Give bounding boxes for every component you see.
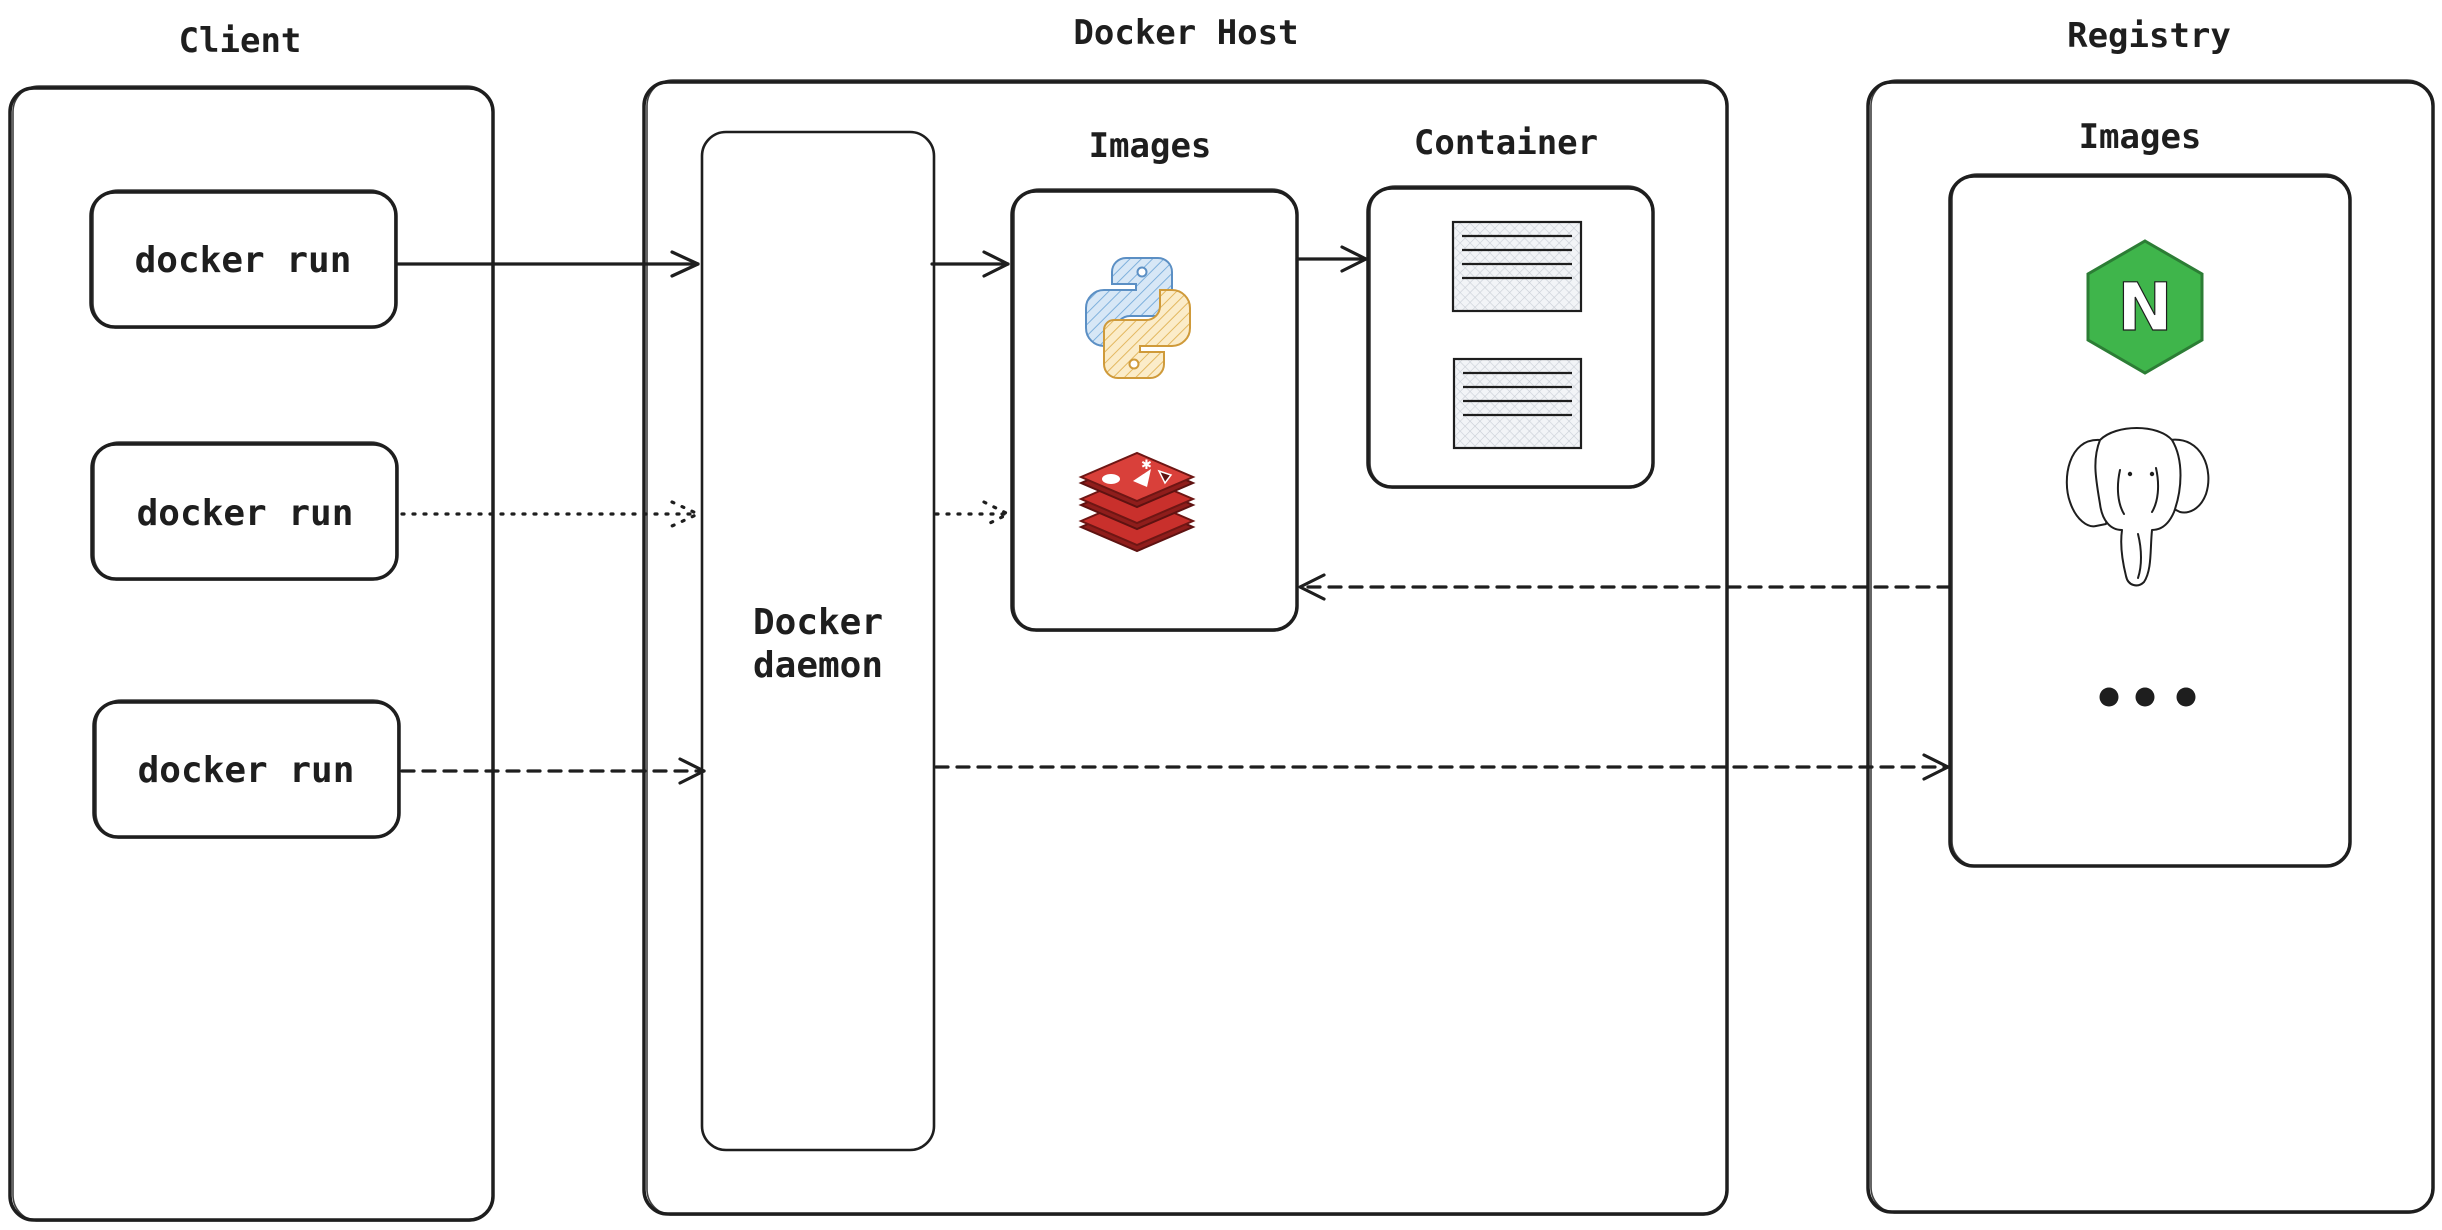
arrow-images-to-container <box>1295 245 1368 273</box>
postgresql-icon <box>2065 427 2210 587</box>
arrow-daemon-to-registry <box>934 753 1950 781</box>
ellipsis-icon <box>2099 687 2196 707</box>
host-images-title: Images <box>1089 126 1212 166</box>
nginx-icon: N <box>2086 239 2204 375</box>
registry-images-box <box>1948 173 2352 868</box>
docker-daemon-box[interactable]: Docker daemon <box>700 130 936 1152</box>
docker-daemon-label-line2: daemon <box>753 645 883 686</box>
docker-run-button-1[interactable]: docker run <box>89 189 398 329</box>
docker-host-panel <box>642 79 1729 1216</box>
arrow-daemon-to-images-dotted <box>934 500 1010 528</box>
docker-run-label-1: docker run <box>135 240 352 281</box>
registry-section-title: Registry <box>2067 16 2231 56</box>
redis-icon: ✱ <box>1078 451 1196 553</box>
container-box <box>1366 185 1655 489</box>
arrow-registry-to-host-images <box>1298 573 1952 601</box>
docker-run-button-3[interactable]: docker run <box>92 699 401 839</box>
registry-images-title: Images <box>2079 117 2202 157</box>
arrow-daemon-to-images <box>930 250 1010 278</box>
container-icon <box>1452 357 1583 450</box>
arrow-docker-run-3-to-daemon <box>400 757 706 785</box>
container-title: Container <box>1414 123 1598 163</box>
nginx-icon-letter: N <box>2117 269 2172 346</box>
docker-run-label-2: docker run <box>137 493 354 534</box>
registry-panel <box>1866 79 2435 1214</box>
docker-run-label-3: docker run <box>138 750 355 791</box>
python-icon <box>1085 257 1191 379</box>
host-images-box <box>1010 188 1299 632</box>
client-panel <box>8 85 495 1222</box>
docker-run-button-2[interactable]: docker run <box>90 441 399 581</box>
client-section-title: Client <box>179 21 302 61</box>
svg-text:✱: ✱ <box>1141 458 1152 473</box>
arrow-docker-run-2-to-daemon <box>400 500 700 528</box>
docker-host-section-title: Docker Host <box>1073 13 1298 53</box>
container-icon <box>1451 220 1583 313</box>
docker-daemon-label-line1: Docker <box>753 602 883 643</box>
arrow-docker-run-1-to-daemon <box>396 250 700 278</box>
